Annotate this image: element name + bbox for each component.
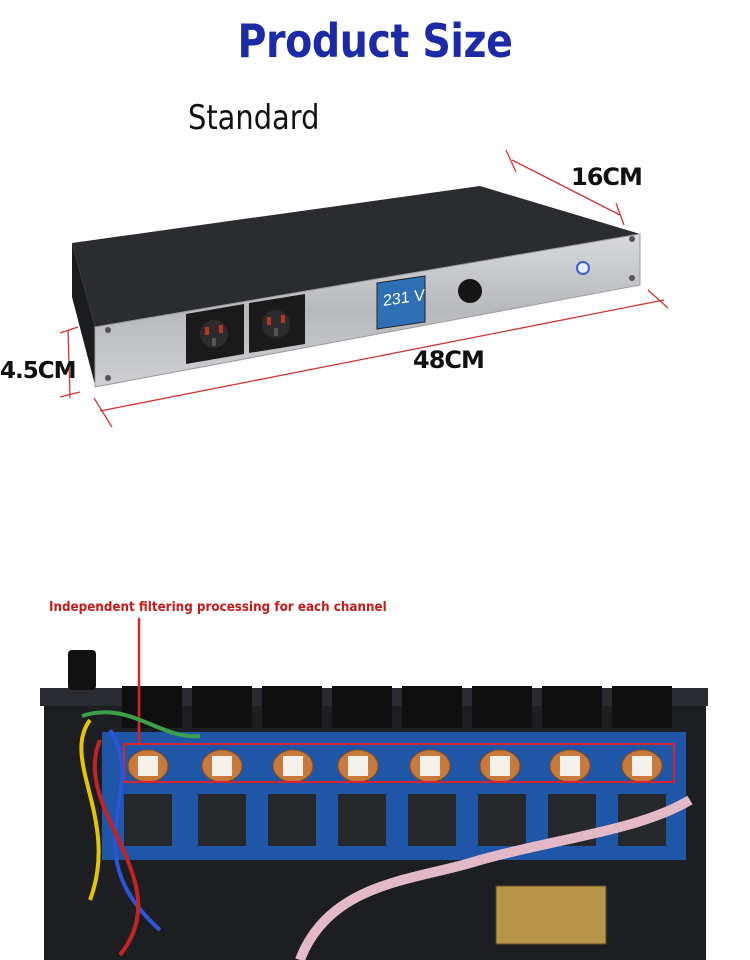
height-dimension-label: 4.5CM bbox=[0, 358, 77, 384]
rack-hole bbox=[629, 236, 635, 242]
rack-hole bbox=[105, 375, 111, 381]
power-button-icon bbox=[576, 261, 590, 275]
chassis-side bbox=[72, 243, 95, 385]
product-photo bbox=[59, 149, 669, 428]
filter-highlight-box bbox=[123, 743, 675, 783]
depth-dimension-label: 16CM bbox=[571, 163, 643, 191]
control-knob bbox=[458, 279, 482, 303]
cable-gland bbox=[68, 650, 96, 690]
socket-outlet-1 bbox=[186, 304, 244, 364]
transformer bbox=[495, 885, 607, 945]
filter-callout-text: Independent filtering processing for eac… bbox=[49, 600, 387, 615]
measurement-lines bbox=[59, 149, 669, 428]
circuit-board bbox=[102, 732, 686, 860]
ribbon-cable bbox=[295, 795, 693, 960]
rack-hole bbox=[629, 275, 635, 281]
rear-outlets bbox=[122, 686, 672, 728]
wiring bbox=[79, 710, 201, 957]
relays bbox=[124, 794, 666, 846]
socket-outlet-2 bbox=[249, 294, 305, 353]
page-title: Product Size bbox=[237, 14, 513, 68]
chassis-top bbox=[72, 186, 640, 327]
rack-hole bbox=[105, 327, 111, 333]
variant-label: Standard bbox=[188, 98, 320, 138]
width-dimension-label: 48CM bbox=[413, 346, 485, 374]
voltage-display bbox=[376, 275, 426, 330]
